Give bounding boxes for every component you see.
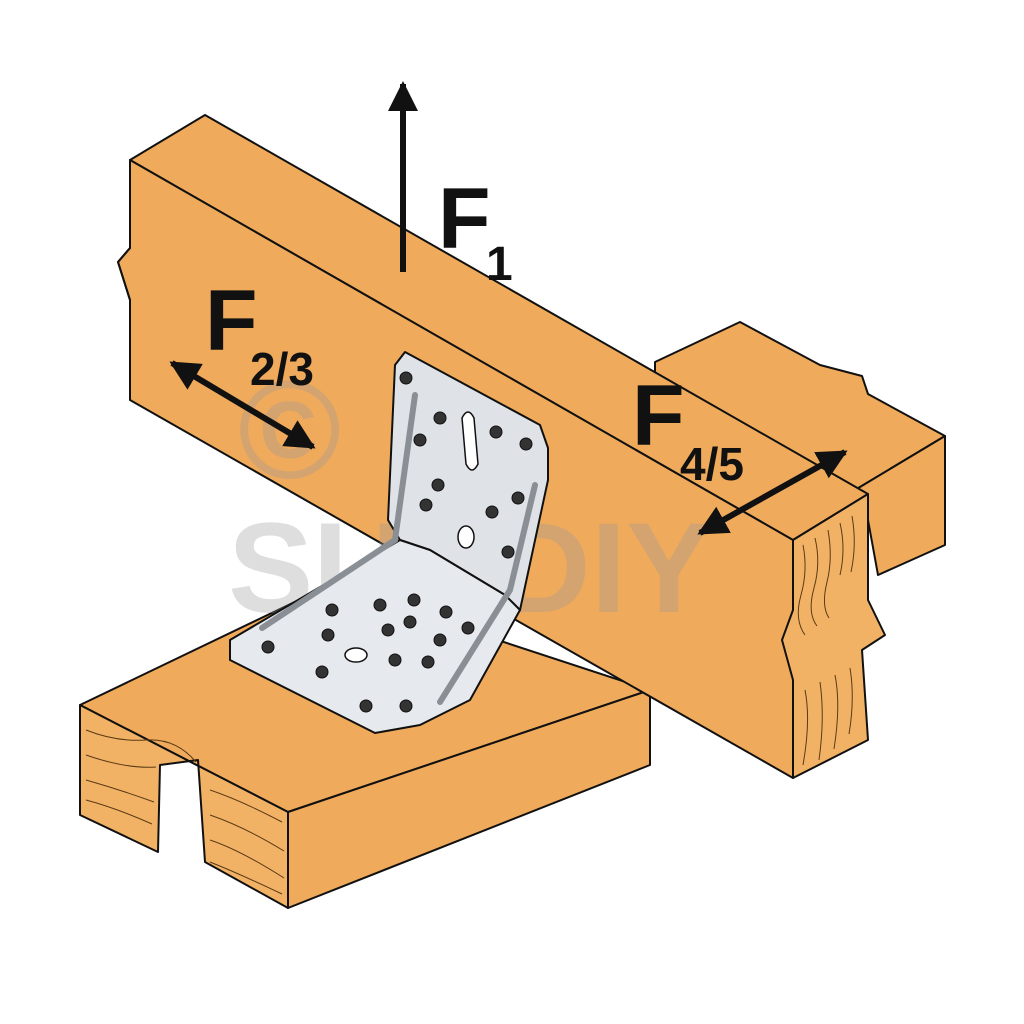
nail-head <box>485 505 499 519</box>
main-beam-broken-end <box>116 160 131 301</box>
bracket-nails-vertical <box>399 371 533 559</box>
nail-head <box>421 655 435 669</box>
nail-head <box>403 615 417 629</box>
nail-head <box>381 623 395 637</box>
nail-head <box>419 498 433 512</box>
nail-head <box>519 437 533 451</box>
nail-head <box>359 699 373 713</box>
bracket-large-hole <box>457 525 475 549</box>
nail-head <box>261 640 275 654</box>
nail-head <box>413 433 427 447</box>
nail-head <box>399 371 413 385</box>
force-label-f45: F 4/5 <box>632 368 744 490</box>
nail-head <box>501 545 515 559</box>
force-f1-letter: F <box>438 171 491 267</box>
force-f23-letter: F <box>205 273 258 369</box>
nail-head <box>511 491 525 505</box>
force-f23-subscript: 2/3 <box>250 343 314 395</box>
nail-head <box>433 411 447 425</box>
nail-head <box>407 593 421 607</box>
force-f45-letter: F <box>632 368 685 464</box>
nail-head <box>439 605 453 619</box>
bracket-large-hole <box>344 647 368 663</box>
bracket-stiffener-right <box>437 482 538 705</box>
nail-head <box>399 699 413 713</box>
force-label-f23: F 2/3 <box>205 273 314 395</box>
force-f45-subscript: 4/5 <box>680 438 744 490</box>
bracket-stiffener-left <box>259 392 418 631</box>
force-label-f1: F 1 <box>438 171 513 291</box>
nail-head <box>388 653 402 667</box>
nail-head <box>373 598 387 612</box>
force-f1-subscript: 1 <box>486 238 513 291</box>
nail-head <box>325 603 339 617</box>
nail-head <box>433 633 447 647</box>
nail-head <box>315 665 329 679</box>
bracket-nails-horizontal <box>261 593 475 713</box>
angle-bracket <box>229 351 549 734</box>
main-beam-end-grain <box>781 493 886 779</box>
nail-head <box>489 425 503 439</box>
nail-head <box>431 478 445 492</box>
nail-head <box>321 628 335 642</box>
lower-beam-end-grain <box>79 704 289 909</box>
bracket-bend-line <box>399 539 506 596</box>
force-arrow-f23 <box>169 360 316 450</box>
nail-head <box>461 621 475 635</box>
lower-beam-grain-lines <box>85 729 285 895</box>
force-arrow-f45 <box>697 449 848 536</box>
bracket-slot <box>461 411 479 471</box>
